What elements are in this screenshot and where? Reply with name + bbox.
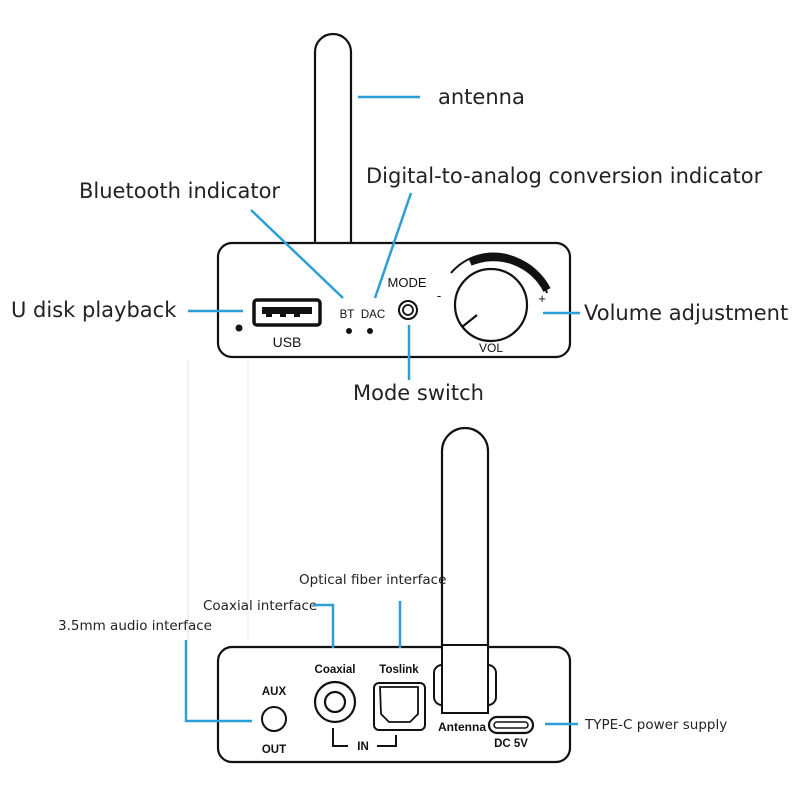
mode-label: MODE (388, 275, 427, 290)
volume-minus-label: - (437, 288, 441, 303)
bt-label: BT (340, 309, 355, 321)
u-disk-callout: U disk playback (11, 298, 177, 322)
audio-35mm-leader (184, 640, 252, 723)
dac-indicator-led (367, 328, 373, 334)
dac-indicator-leader (373, 192, 413, 299)
mode-button[interactable] (398, 300, 418, 320)
aux-out-jack[interactable] (261, 706, 287, 732)
bt-indicator-callout: Bluetooth indicator (79, 179, 280, 203)
coaxial-callout: Coaxial interface (203, 598, 317, 614)
front-antenna (313, 32, 353, 243)
type-c-callout: TYPE-C power supply (584, 717, 727, 733)
volume-knob[interactable] (453, 267, 529, 343)
mode-switch-callout: Mode switch (353, 381, 484, 405)
front-panel: USB BT DAC MODE - + VOL (216, 32, 572, 359)
coaxial-label: Coaxial (315, 664, 356, 676)
vol-label: VOL (479, 341, 503, 355)
audio-35mm-callout: 3.5mm audio interface (58, 618, 212, 634)
bt-indicator-leader (250, 209, 344, 299)
optical-callout: Optical fiber interface (299, 572, 446, 588)
aux-label: AUX (262, 686, 287, 698)
volume-scale-thick (468, 253, 551, 292)
usb-port[interactable] (252, 298, 322, 327)
antenna-callout: antenna (438, 85, 525, 109)
usb-label: USB (273, 334, 302, 350)
usb-status-dot (235, 324, 243, 332)
dc-5v-label: DC 5V (494, 738, 528, 750)
volume-plus-label: + (538, 291, 546, 306)
rear-panel: Antenna AUX OUT Coaxial Toslink IN DC 5V (216, 426, 572, 764)
in-label: IN (357, 741, 369, 753)
coaxial-leader (313, 603, 335, 648)
out-label: OUT (262, 744, 286, 756)
bt-indicator-led (346, 328, 352, 334)
rear-body (216, 645, 572, 764)
type-c-port[interactable] (487, 715, 535, 735)
toslink-label: Toslink (379, 664, 419, 676)
dac-label: DAC (361, 309, 385, 321)
coaxial-jack[interactable] (313, 680, 357, 724)
in-bracket-right (377, 735, 397, 747)
toslink-port[interactable] (373, 682, 426, 731)
antenna-connector[interactable] (433, 644, 497, 714)
antenna-label: Antenna (438, 720, 486, 734)
in-bracket-left (332, 728, 348, 747)
volume-callout: Volume adjustment (584, 301, 788, 325)
dac-indicator-callout: Digital-to-analog conversion indicator (366, 164, 763, 188)
rear-antenna (440, 426, 490, 650)
